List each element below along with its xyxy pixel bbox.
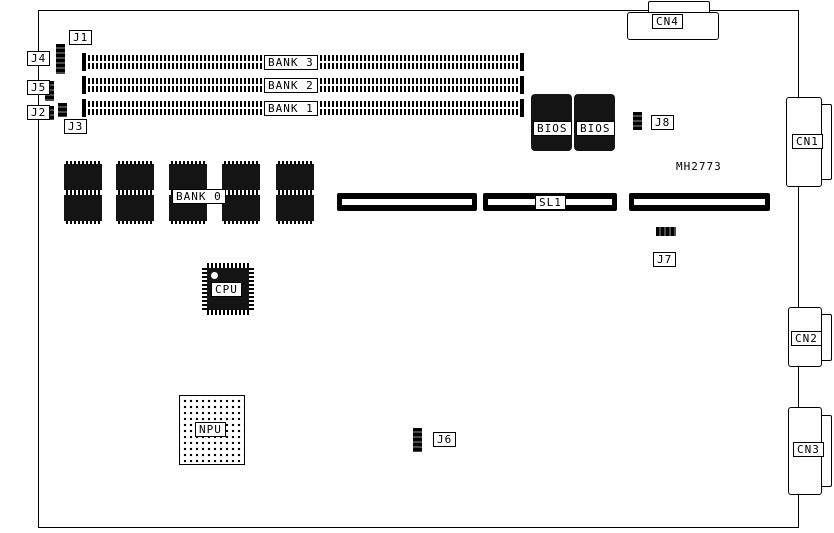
j5-label: J5 [27, 80, 51, 95]
simm-end-clip [520, 76, 524, 94]
simm-end-clip [82, 53, 86, 71]
dram-chip [64, 161, 102, 193]
cpu-pins-bottom [207, 310, 249, 315]
dram-chip [222, 161, 260, 193]
cn4-label: CN4 [652, 14, 683, 29]
expansion-slot-3 [629, 193, 770, 211]
dram-chip [116, 192, 154, 224]
simm-end-clip [82, 99, 86, 117]
cn2-label: CN2 [791, 331, 822, 346]
npu-label: NPU [195, 422, 226, 437]
bank0-label: BANK 0 [172, 189, 226, 204]
j8-label: J8 [651, 115, 675, 130]
cn3-label: CN3 [793, 442, 824, 457]
bank3-label: BANK 3 [264, 55, 318, 70]
jumper-j8 [633, 112, 642, 130]
bios2-label: BIOS [576, 121, 615, 136]
part-number-text: MH2773 [676, 160, 722, 173]
cpu-pins-top [207, 263, 249, 268]
cn1-label: CN1 [792, 134, 823, 149]
dram-chip [276, 161, 314, 193]
sl1-label: SL1 [535, 195, 566, 210]
expansion-slot-1 [337, 193, 477, 211]
dram-chip [169, 161, 207, 193]
simm-end-clip [520, 53, 524, 71]
j3-label: J3 [64, 119, 88, 134]
cpu-pin1-marker [211, 272, 218, 279]
j6-label: J6 [433, 432, 457, 447]
dram-chip [222, 192, 260, 224]
bios1-label: BIOS [533, 121, 572, 136]
j1-label: J1 [69, 30, 93, 45]
simm-end-clip [82, 76, 86, 94]
jumper-j1 [56, 44, 65, 74]
bank2-label: BANK 2 [264, 78, 318, 93]
bank1-label: BANK 1 [264, 101, 318, 116]
cpu-pins-right [249, 268, 254, 310]
j4-label: J4 [27, 51, 51, 66]
j2-label: J2 [27, 105, 51, 120]
simm-end-clip [520, 99, 524, 117]
jumper-j6 [413, 428, 422, 452]
jumper-j7 [656, 227, 676, 236]
j7-label: J7 [653, 252, 677, 267]
cpu-pins-left [202, 268, 207, 310]
dram-chip [276, 192, 314, 224]
dram-chip [64, 192, 102, 224]
cpu-label: CPU [211, 282, 242, 297]
jumper-j3 [58, 103, 67, 117]
dram-chip [116, 161, 154, 193]
